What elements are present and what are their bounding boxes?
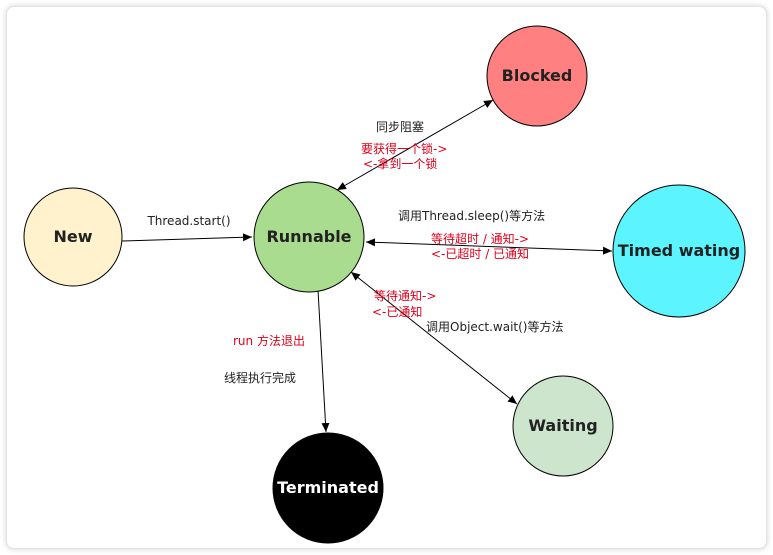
node-timed-waiting: Timed wating [612, 184, 746, 318]
edge-blocked-note2: <-拿到一个锁 [363, 156, 437, 171]
edge-terminated-note: run 方法退出 [233, 333, 305, 348]
node-terminated: Terminated [272, 432, 384, 544]
edge-timed-note1: 等待超时 / 通知-> [431, 231, 529, 246]
edge-waiting-note2: <-已通知 [372, 305, 422, 319]
edge-runnable-waiting [350, 271, 518, 405]
node-blocked-label: Blocked [502, 66, 573, 85]
node-blocked: Blocked [486, 25, 588, 127]
node-runnable-label: Runnable [266, 227, 351, 246]
node-runnable: Runnable [253, 181, 365, 293]
node-timed-label: Timed wating [618, 241, 741, 260]
edge-terminated-label: 线程执行完成 [224, 370, 296, 385]
edge-new-to-runnable [121, 233, 253, 242]
node-terminated-label: Terminated [277, 478, 379, 497]
edge-start-label: Thread.start() [146, 214, 230, 228]
node-timed-shape [612, 184, 746, 318]
node-waiting-shape [512, 375, 614, 477]
edge-runnable-timed [365, 238, 613, 255]
node-new-shape [23, 187, 123, 287]
edge-blocked-note1: 要获得一个锁-> [361, 141, 447, 156]
node-new-label: New [53, 227, 92, 246]
node-blocked-shape [486, 25, 588, 127]
edge-blocked-label: 同步阻塞 [376, 119, 424, 134]
node-runnable-shape [253, 181, 365, 293]
edge-runnable-blocked [336, 99, 494, 191]
node-waiting-label: Waiting [528, 416, 597, 435]
edge-runnable-terminated [317, 289, 330, 433]
edge-waiting-label: 调用Object.wait()等方法 [426, 319, 563, 334]
edge-timed-label: 调用Thread.sleep()等方法 [398, 208, 545, 223]
edge-timed-note2: <-已超时 / 已通知 [431, 246, 529, 261]
node-terminated-shape [272, 432, 384, 544]
node-new: New [23, 187, 123, 287]
node-waiting: Waiting [512, 375, 614, 477]
edge-waiting-note1: 等待通知-> [374, 289, 436, 303]
